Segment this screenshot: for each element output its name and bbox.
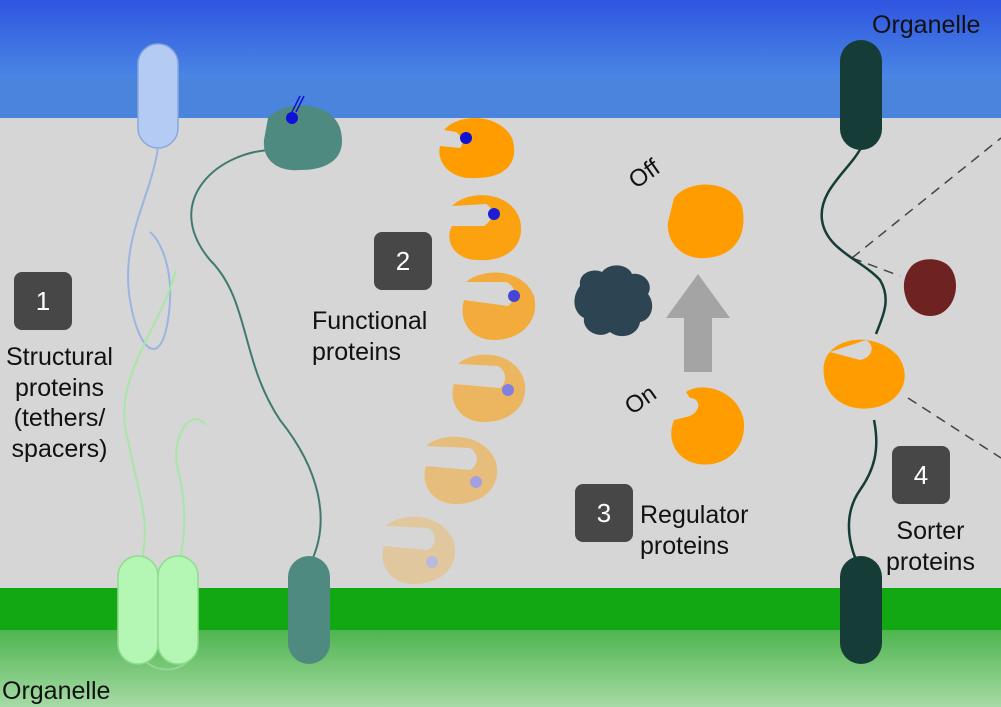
enzyme-icon (424, 436, 498, 504)
structural-anchor-bottom-right (157, 555, 199, 665)
teal-anchor-bottom (288, 556, 330, 664)
structural-tether-blue (126, 147, 172, 350)
regulator-blob-icon (574, 265, 653, 337)
cytosol-region (0, 118, 1001, 588)
structural-tether-green-1 (123, 269, 177, 561)
organelle-bottom-label: Organelle (2, 677, 111, 705)
structural-anchor-top (137, 43, 179, 149)
structural-tether-green-2 (175, 418, 207, 561)
sorter-anchor-top (840, 40, 882, 150)
enzyme-icon (462, 272, 536, 340)
structural-proteins-label: Structural proteins (tethers/ spacers) (6, 342, 113, 464)
enzyme-icon (452, 354, 526, 422)
functional-label-line-1: Functional (312, 307, 428, 335)
enzyme-icon (439, 118, 515, 179)
badge-structural: 1 (14, 272, 72, 330)
tethered-protein-icon (263, 95, 343, 171)
structural-anchor-bottom-left (117, 555, 159, 665)
off-protein-icon (667, 184, 744, 259)
on-protein-icon (671, 387, 745, 465)
sorter-anchor-bottom (840, 556, 882, 664)
sorter-cone-lower (907, 397, 1001, 459)
teal-tether (190, 149, 322, 561)
enzyme-icon (382, 516, 456, 584)
activation-arrow-icon (666, 274, 730, 372)
ligand-icon (286, 112, 298, 124)
badge-functional: 2 (374, 232, 432, 290)
structural-label-line-2: proteins (15, 373, 104, 402)
cargo-icon (903, 259, 956, 317)
structural-label-line-4: spacers) (11, 434, 108, 463)
regulator-label-line-1: Regulator (640, 501, 749, 529)
regulator-proteins-label: Regulator proteins (640, 500, 748, 561)
structural-label-line-3: (tethers/ (13, 404, 106, 432)
sorter-protein-icon (823, 339, 905, 409)
enzyme-icon (449, 195, 522, 261)
sorter-cone-mid (851, 257, 901, 277)
functional-label-line-2: proteins (312, 337, 401, 366)
sorter-label-line-1: Sorter (896, 517, 965, 545)
organelle-top-label: Organelle (872, 11, 981, 39)
sorter-tether-upper (820, 145, 887, 335)
sorter-proteins-label: Sorter proteins (886, 516, 975, 577)
badge-sorter: 4 (892, 446, 950, 504)
badge-regulator: 3 (575, 484, 633, 542)
sorter-cone-upper (851, 137, 1001, 259)
sorter-label-line-2: proteins (886, 547, 975, 576)
structural-label-line-1: Structural (6, 343, 113, 371)
sorter-tether-lower (847, 419, 878, 561)
regulator-label-line-2: proteins (640, 531, 729, 560)
functional-proteins-label: Functional proteins (312, 306, 427, 367)
